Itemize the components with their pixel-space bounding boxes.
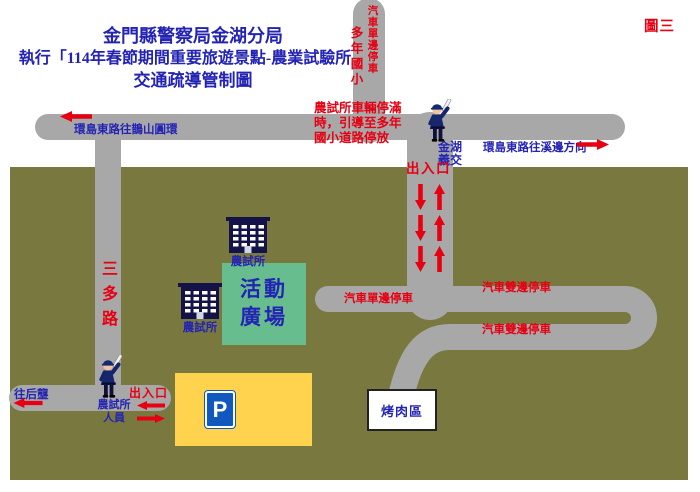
houlong-label: 往后壟: [14, 389, 49, 401]
school-road-label: 多年國小: [348, 26, 363, 88]
staff-entrance-who-line1: 農試所: [97, 399, 131, 411]
sandou-road-label: 三多路: [99, 260, 116, 335]
arrow-west-icon: [60, 111, 92, 122]
double-side-parking-label-1: 汽車雙邊停車: [482, 282, 551, 294]
farm-building-label-2: 農試所: [182, 322, 218, 334]
staff-entrance-who-line2: 人員: [103, 411, 125, 424]
title-line-2: 執行「114年春節期間重要旅遊景點-農業試驗所」: [18, 50, 368, 67]
title-block: 金門縣警察局金湖分局 執行「114年春節期間重要旅遊景點-農業試驗所」 交通疏導…: [0, 25, 386, 92]
bbq-area-box: 烤肉區: [367, 389, 437, 431]
plaza-label-line2: 廣場: [240, 305, 288, 329]
traffic-officer-icon: [98, 355, 125, 399]
ring-road-west-label: 環島東路往鵲山圓環: [74, 124, 178, 136]
title-line-1: 金門縣警察局金湖分局: [103, 26, 283, 46]
entrance-arrow-down-icon: [415, 215, 426, 241]
traffic-post-label: 金湖義交: [437, 140, 462, 167]
overflow-note-line1: 農試所車輛停滿: [314, 101, 402, 115]
overflow-note: 農試所車輛停滿 時，引導至多年 國小道路停放: [314, 101, 402, 145]
overflow-note-line3: 國小道路停放: [314, 130, 390, 145]
entrance-arrow-up-icon: [434, 246, 445, 272]
road-inner-loop: [315, 286, 657, 409]
single-side-parking-label: 汽車單邊停車: [344, 293, 413, 305]
staff-entrance-label: 出入口: [129, 386, 169, 400]
farm-grounds: [10, 167, 688, 480]
overflow-note-line2: 時，引導至多年: [314, 115, 402, 130]
farm-building-icon: [226, 217, 270, 253]
parking-p-sign: P: [205, 391, 235, 428]
entrance-arrow-down-icon: [415, 184, 426, 210]
entrance-arrow-down-icon: [415, 246, 426, 272]
plaza-box: 活動 廣場: [222, 263, 306, 345]
traffic-officer-icon: [427, 99, 454, 143]
staff-arrow-in-icon: [137, 414, 165, 423]
parking-lot: P: [175, 373, 312, 446]
arrow-east-icon: [577, 139, 609, 150]
main-entrance-label: 出入口: [406, 161, 451, 176]
entrance-arrow-up-icon: [434, 184, 445, 210]
farm-building-icon: [178, 283, 222, 319]
staff-entrance-who: 農試所 人員: [93, 399, 135, 424]
title-line-3: 交通疏導管制圖: [133, 71, 253, 90]
farm-building-label-1: 農試所: [230, 256, 266, 268]
bbq-label: 烤肉區: [380, 403, 423, 419]
staff-arrow-out-icon: [137, 401, 165, 410]
figure-label: 圖三: [644, 19, 675, 35]
school-road-parking-label: 汽車單邊停車: [366, 5, 378, 74]
plaza-label-line1: 活動: [240, 277, 288, 301]
arrow-houlong-icon: [13, 398, 43, 408]
double-side-parking-label-2: 汽車雙邊停車: [482, 324, 551, 336]
entrance-arrow-up-icon: [434, 215, 445, 241]
ring-road-east-label: 環島東路往溪邊方向: [483, 142, 587, 154]
